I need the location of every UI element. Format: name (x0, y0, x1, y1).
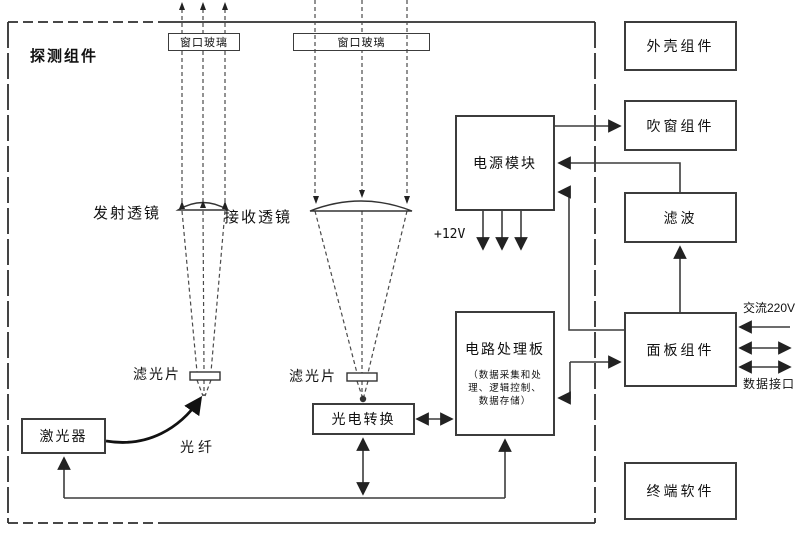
ray (202, 210, 205, 373)
filter-wave-label: 滤波 (663, 209, 698, 226)
up-arrow-icon (200, 200, 206, 208)
laser-label: 激光器 (39, 428, 88, 444)
photoelectric-label: 光电转换 (331, 411, 396, 427)
housing-assembly-label: 外壳组件 (646, 38, 715, 54)
up-arrow-icon (222, 201, 228, 209)
filter-right-element (346, 372, 378, 382)
detection-assembly-title: 探测组件 (30, 48, 99, 65)
filter-wave-box: 滤波 (624, 192, 737, 243)
circuit-board-subtitle-line: （数据采集和处 (468, 370, 542, 381)
up-arrow-icon (222, 2, 228, 10)
lens-arrows (179, 190, 410, 209)
circuit-board-subtitle-line: 理、逻辑控制、 (468, 383, 542, 394)
panel-to-power-line (557, 185, 624, 331)
circuit-board-subtitle: （数据采集和处 理、逻辑控制、 数据存储） (468, 369, 542, 408)
ray (356, 380, 363, 397)
receive-beam-rays (314, 0, 408, 397)
ray (204, 379, 212, 397)
circuit-board-title: 电路处理板 (465, 341, 545, 357)
terminal-software-label: 终端软件 (646, 483, 715, 499)
circuit-board-subtitle-line: 数据存储） (478, 396, 532, 407)
blow-window-assembly-label: 吹窗组件 (646, 117, 715, 134)
data-port-label: 数据接口 (743, 377, 796, 391)
window-glass-left-label: 窗口玻璃 (179, 34, 229, 50)
terminal-software-box: 终端软件 (624, 462, 737, 520)
window-glass-left-box: 窗口玻璃 (168, 33, 240, 51)
panel-to-circuit-line (557, 362, 571, 405)
window-glass-right-label: 窗口玻璃 (336, 34, 387, 50)
up-arrow-icon (200, 2, 206, 10)
ray (196, 379, 204, 397)
up-arrow-icon (179, 201, 185, 209)
photoelectric-box: 光电转换 (312, 403, 415, 435)
ray (210, 210, 226, 373)
panel-assembly-label: 面板组件 (646, 341, 715, 358)
housing-assembly-box: 外壳组件 (624, 21, 737, 71)
lenses (175, 200, 413, 212)
filterwave-to-power-line (557, 156, 681, 192)
transmit-exit-arrows (179, 2, 228, 10)
receive-lens-label: 接收透镜 (224, 209, 293, 226)
connectors (57, 119, 792, 499)
down-arrow-icon (313, 196, 319, 204)
down-arrow-icon (404, 196, 410, 204)
down-arrow-icon (359, 190, 365, 198)
ray (367, 210, 408, 374)
receive-lens (309, 200, 413, 212)
filter-right-label: 滤光片 (289, 368, 337, 384)
up-arrow-icon (179, 2, 185, 10)
transmit-lens-label: 发射透镜 (93, 205, 162, 222)
panel-assembly-box: 面板组件 (624, 312, 737, 387)
window-glass-right-box: 窗口玻璃 (293, 33, 430, 51)
ray (181, 210, 198, 373)
blow-window-assembly-box: 吹窗组件 (624, 100, 737, 151)
ray (314, 210, 358, 374)
power-output-label: +12V (434, 227, 466, 242)
detection-assembly-border (7, 21, 596, 524)
fiber-curve-arrow (105, 396, 203, 444)
power-module-box: 电源模块 (455, 115, 555, 211)
laser-box: 激光器 (21, 418, 106, 454)
focus-point-dot (359, 395, 367, 403)
fiber-label: 光纤 (180, 439, 216, 455)
filter-left-element (189, 371, 221, 381)
optical-filters (189, 371, 378, 382)
ac220v-label: 交流220V (743, 301, 796, 315)
filter-left-label: 滤光片 (133, 366, 181, 382)
circuit-board-box: 电路处理板 （数据采集和处 理、逻辑控制、 数据存储） (455, 311, 555, 436)
power-module-label: 电源模块 (473, 155, 537, 171)
ray (363, 380, 369, 397)
